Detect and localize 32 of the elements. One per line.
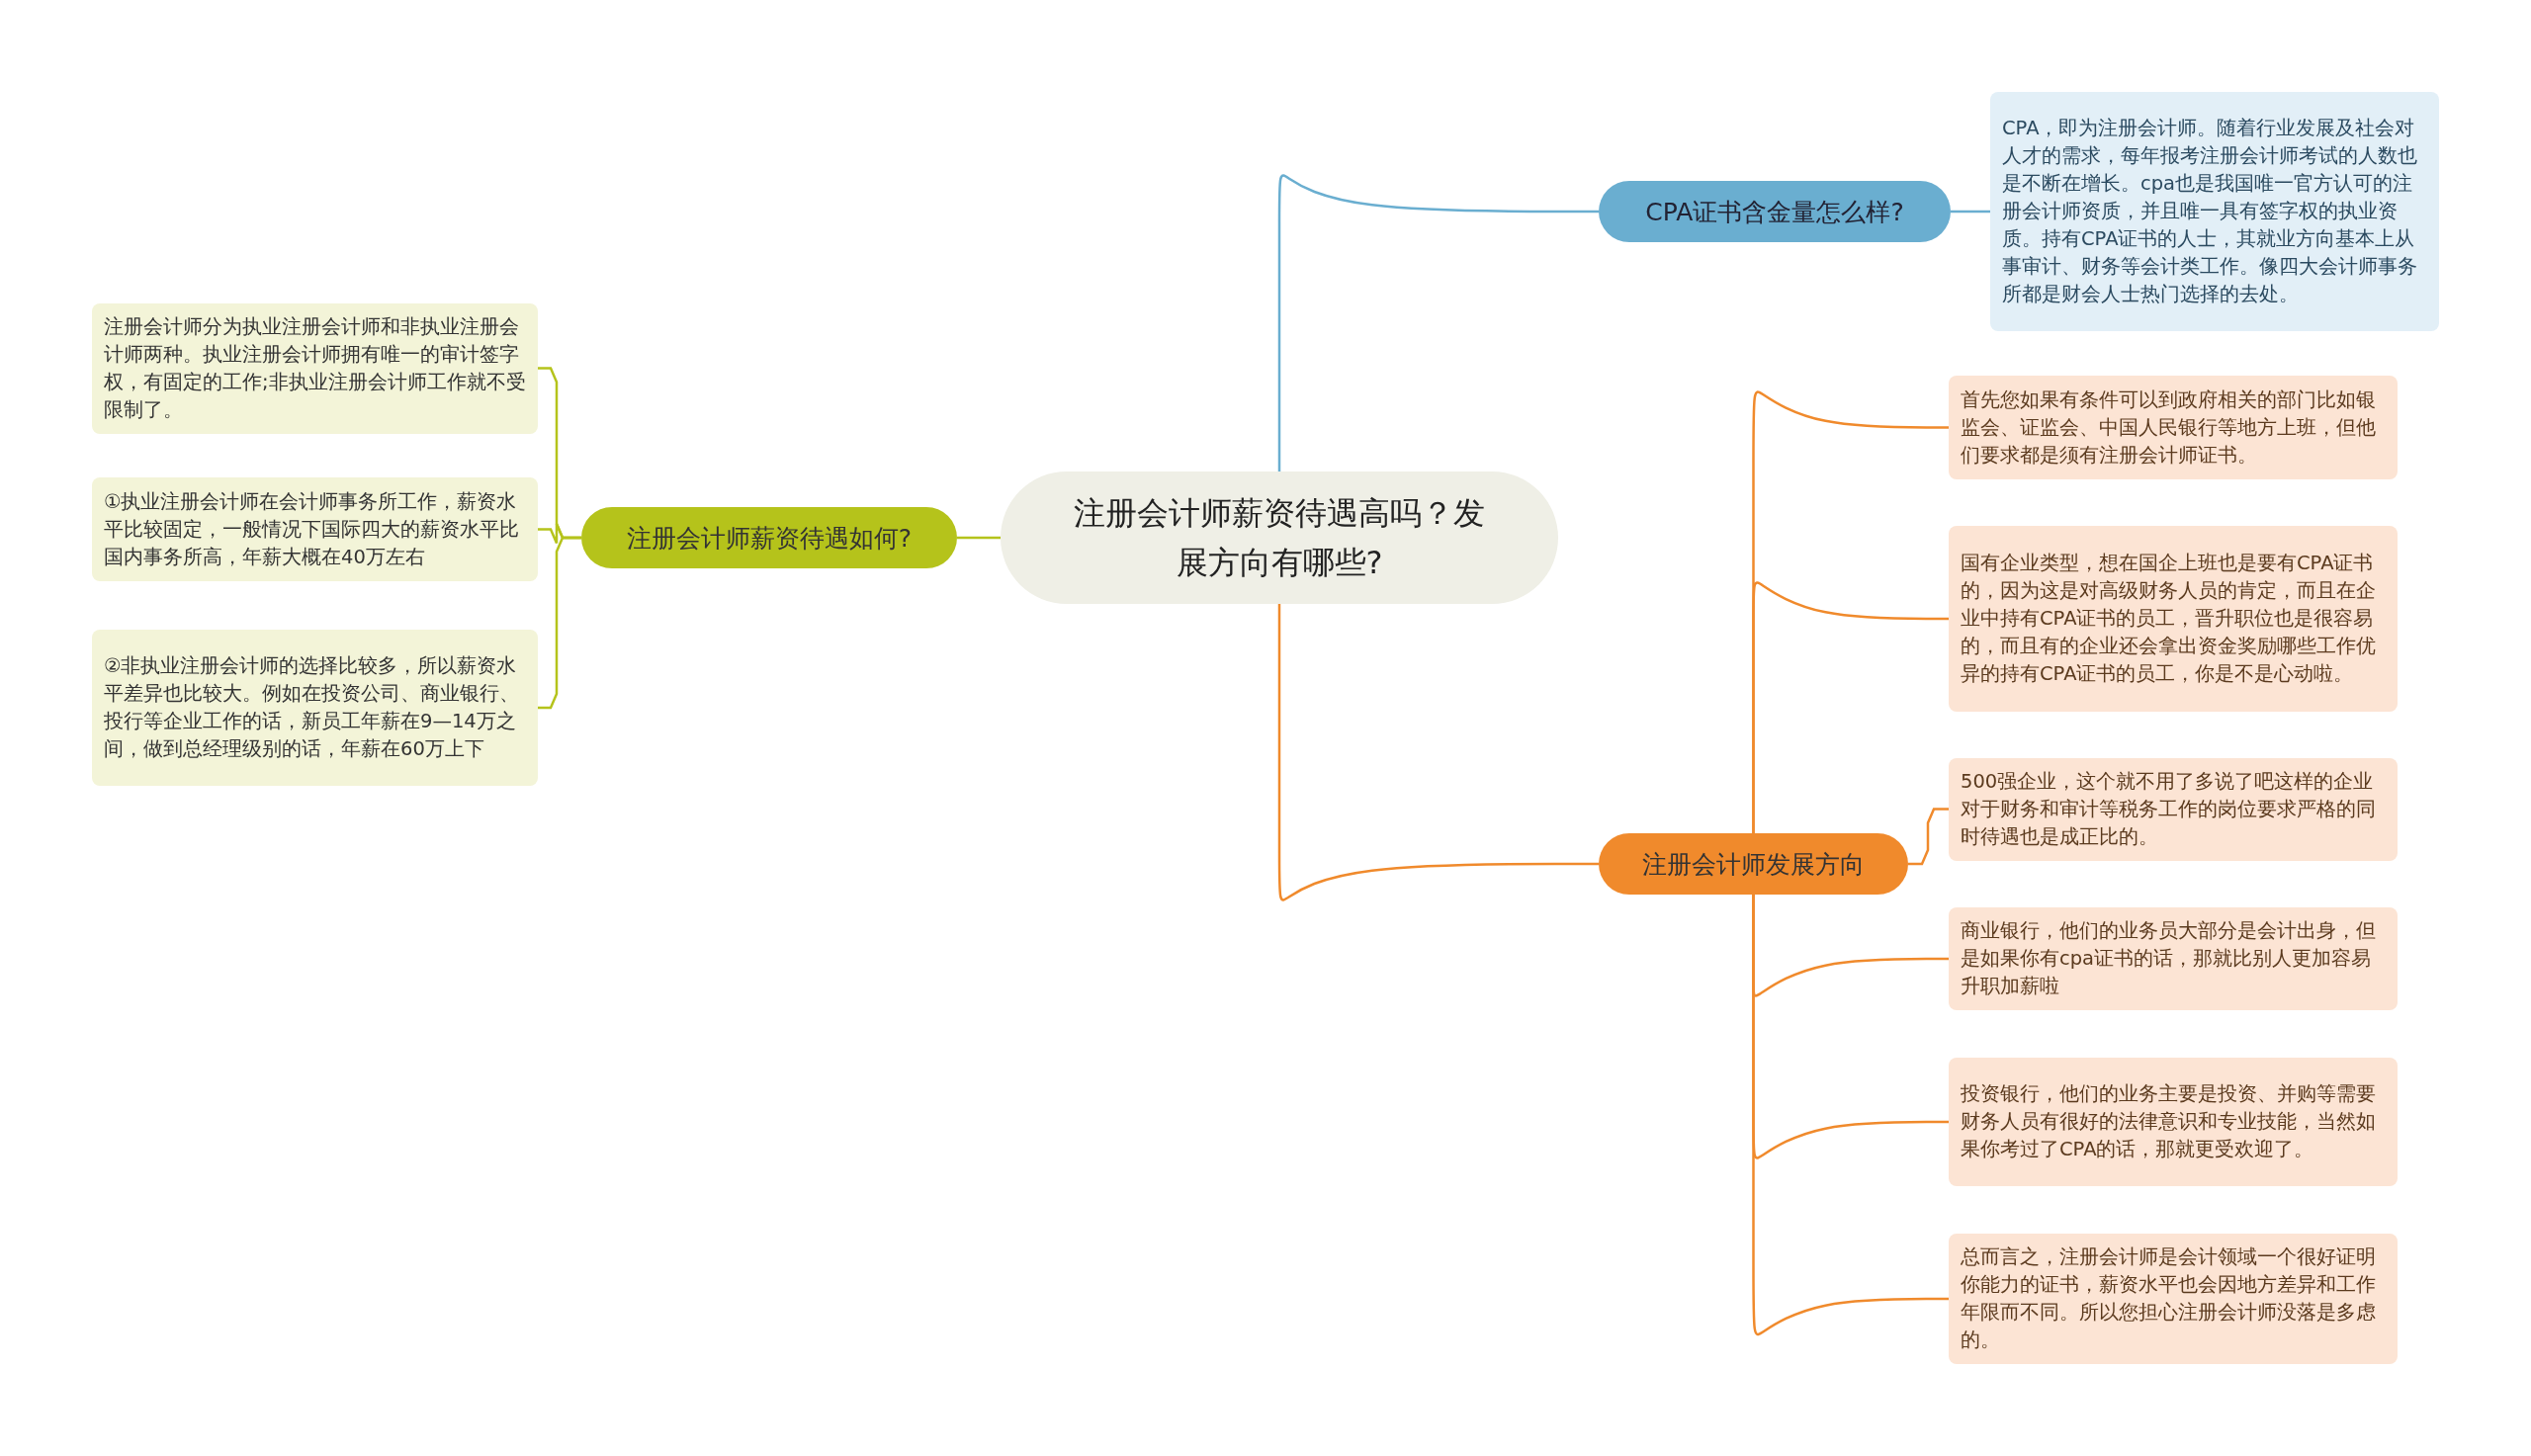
note-text: 总而言之，注册会计师是会计领域一个很好证明你能力的证书，薪资水平也会因地方差异和工作年限而不同。所以您担心注册会计师没落是多虑的。 <box>1961 1244 2377 1353</box>
connector-line <box>1752 581 1949 833</box>
connector-line <box>1277 175 1599 471</box>
topic-label: 注册会计师发展方向 <box>1642 848 1865 881</box>
note-card <box>1949 526 2398 712</box>
connector-line <box>1277 604 1599 900</box>
note-text: ②非执业注册会计师的选择比较多，所以薪资水平差异也比较大。例如在投资公司、商业银行、投行等企业工作的话，新员工年薪在9—14万之间，做到总经理级别的话，年薪在60万上下 <box>104 653 520 762</box>
connector-line <box>538 536 581 710</box>
note-card <box>1949 1058 2398 1186</box>
connector-line <box>957 536 1001 540</box>
note-text: 注册会计师分为执业注册会计师和非执业注册会计师两种。执业注册会计师拥有唯一的审计签字权，有固定的工作;非执业注册会计师工作就不受限制了。 <box>104 314 526 423</box>
note-card <box>92 303 538 434</box>
note-text: 500强企业，这个就不用了多说了吧这样的企业对于财务和审计等税务工作的岗位要求严格的同时待遇也是成正比的。 <box>1961 769 2377 850</box>
note-text: CPA，即为注册会计师。随着行业发展及社会对人才的需求，每年报考注册会计师考试的人数也是不断在增长。cpa也是我国唯一官方认可的注册会计师资质，并且唯一具有签字权的执业资质。持有CPA证书的人士，其就业方向基本上从事审计、财务等会计类工作。像四大会计师事务所都是财会人士热门选择的去处。 <box>2002 116 2418 307</box>
note-card <box>1949 758 2398 861</box>
note-text: 国有企业类型，想在国企上班也是要有CPA证书的，因为这是对高级财务人员的肯定，而且在企业中持有CPA证书的员工，晋升职位也是很容易的，而且有的企业还会拿出资金奖励哪些工作优异的持有CPA证书的员工，你是不是心动啦。 <box>1961 551 2377 687</box>
note-card <box>1949 376 2398 479</box>
note-text: 投资银行，他们的业务主要是投资、并购等需要财务人员有很好的法律意识和专业技能，当然如果你考过了CPA的话，那就更受欢迎了。 <box>1961 1081 2377 1162</box>
note-card <box>92 630 538 786</box>
topic-label: CPA证书含金量怎么样? <box>1645 196 1904 228</box>
topic-label: 注册会计师薪资待遇高吗？发展方向有哪些? <box>1073 493 1486 583</box>
note-text: 首先您如果有条件可以到政府相关的部门比如银监会、证监会、中国人民银行等地方上班，但他们要求都是须有注册会计师证书。 <box>1961 386 2377 469</box>
connector-line <box>1752 895 1949 1335</box>
connector-line <box>1908 808 1949 866</box>
note-text: ①执业注册会计师在会计师事务所工作，薪资水平比较固定，一般情况下国际四大的薪资水平比国内事务所高，年薪大概在40万左右 <box>104 488 520 570</box>
note-text: 商业银行，他们的业务员大部分是会计出身，但是如果你有cpa证书的话，那就比别人更加容易升职加薪啦 <box>1961 918 2377 999</box>
topic-label: 注册会计师薪资待遇如何? <box>626 522 913 555</box>
note-card <box>92 477 538 581</box>
note-card <box>1949 1234 2398 1364</box>
connector-line <box>1951 210 1990 214</box>
note-card <box>1949 907 2398 1010</box>
note-card <box>1990 92 2439 331</box>
